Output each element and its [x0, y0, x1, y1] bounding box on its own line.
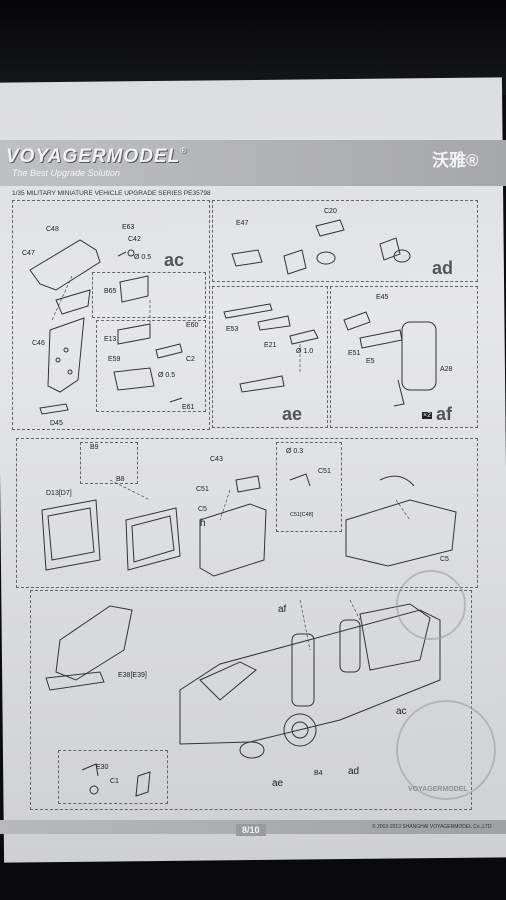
part-label-e13: E13 [104, 336, 117, 343]
step-label-ae: ae [282, 404, 303, 424]
part-label-diam-10: Ø 1.0 [296, 348, 314, 355]
part-label-c43: C43 [210, 456, 223, 463]
part-label-e59: E59 [108, 356, 121, 363]
part-label-e30: E30 [96, 764, 109, 771]
panel-step-ae [212, 286, 328, 428]
part-label-e21: E21 [264, 342, 277, 349]
part-label-c51c: C51[C48] [290, 512, 314, 518]
chinese-brand-mark: 沃雅® [432, 151, 479, 170]
part-label-c42: C42 [128, 236, 141, 243]
part-label-b4: B4 [314, 770, 323, 777]
step-label-af: af [436, 404, 453, 424]
brand-tagline: The Best Upgrade Solution [12, 168, 121, 178]
part-label-c51b: C51 [318, 468, 331, 475]
step-ref-af: af [278, 604, 287, 615]
panel-sub-b9 [80, 442, 138, 484]
watermark-stamp-lower [396, 700, 496, 800]
page-number: 8/10 [236, 824, 266, 836]
part-label-c20: C20 [324, 208, 337, 215]
part-label-c5a: C5 [198, 506, 207, 513]
part-label-diam-05a: Ø 0.5 [134, 254, 152, 261]
step-label-ac: ac [164, 250, 185, 270]
panel-main-assembly [30, 590, 472, 810]
panel-sub-c51 [276, 442, 342, 532]
panel-sub-e13 [96, 320, 206, 412]
copyright-text: © 2003-2013 SHANGHAI VOYAGERMODEL Co.,LT… [372, 824, 492, 830]
part-label-e38: E38[E39] [118, 672, 147, 679]
part-label-b9: B9 [90, 444, 99, 451]
panel-step-ac [12, 200, 210, 430]
step-ref-ad: ad [348, 766, 360, 777]
part-label-e53: E53 [226, 326, 239, 333]
part-label-c48: C48 [46, 226, 59, 233]
part-label-c51a: C51 [196, 486, 209, 493]
part-label-h: h [200, 518, 206, 529]
part-label-e47: E47 [236, 220, 249, 227]
part-label-x2: ×2 [422, 412, 432, 419]
part-label-e51: E51 [348, 350, 361, 357]
part-label-b65: B65 [104, 288, 117, 295]
part-label-e61: E61 [182, 404, 195, 411]
step-ref-ac: ac [396, 706, 407, 717]
part-label-d45: D45 [50, 420, 63, 427]
panel-sub-e30 [58, 750, 168, 804]
series-title: 1/35 MILITARY MINIATURE VEHICLE UPGRADE … [12, 190, 211, 197]
panel-step-ad [212, 200, 478, 282]
part-label-e63: E63 [122, 224, 135, 231]
panel-middle-row [16, 438, 478, 588]
part-label-c46: C46 [32, 340, 45, 347]
panel-sub-b65 [92, 272, 206, 318]
watermark-stamp-upper [396, 570, 466, 640]
brand-logo: VOYAGERMODEL® [6, 146, 188, 167]
step-label-ad: ad [432, 258, 454, 278]
part-label-diam-05b: Ø 0.5 [158, 372, 176, 379]
part-label-e5: E5 [366, 358, 375, 365]
part-label-c5b: C5 [440, 556, 449, 563]
part-label-a28: A28 [440, 366, 453, 373]
watermark-stamp-text: VOYAGERMODEL [408, 786, 468, 793]
part-label-diam-03: Ø 0.3 [286, 448, 304, 455]
part-label-c1: C1 [110, 778, 119, 785]
part-label-c2: C2 [186, 356, 195, 363]
header-band [0, 140, 506, 186]
step-ref-ae: ae [272, 778, 284, 789]
part-label-e60: E60 [186, 322, 199, 329]
panel-step-af [330, 286, 478, 428]
part-label-e45: E45 [376, 294, 389, 301]
part-label-d13: D13[D7] [46, 490, 72, 497]
part-label-b8: B8 [116, 476, 125, 483]
part-label-c47: C47 [22, 250, 35, 257]
